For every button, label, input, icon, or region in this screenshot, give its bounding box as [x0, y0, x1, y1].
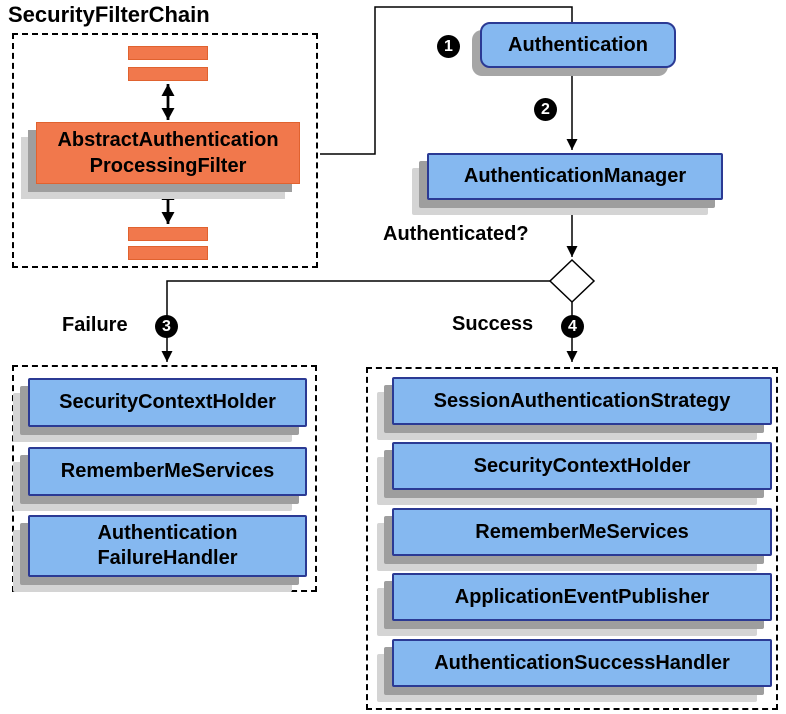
- step-1-badge: 1: [437, 35, 460, 58]
- filter-bar-1: [128, 46, 208, 60]
- success-label: Success: [452, 313, 534, 335]
- success-item-session-authentication-strategy: SessionAuthenticationStrategy: [392, 377, 772, 425]
- success-item-security-context-holder: SecurityContextHolder: [392, 442, 772, 490]
- filter-bar-3: [128, 227, 208, 241]
- success-item-remember-me-services: RememberMeServices: [392, 508, 772, 556]
- abstract-authentication-processing-filter-box: AbstractAuthentication ProcessingFilter: [36, 122, 300, 184]
- decision-diamond: [548, 258, 596, 304]
- success-item-authentication-success-handler: AuthenticationSuccessHandler: [392, 639, 772, 687]
- authenticated-label: Authenticated?: [383, 223, 529, 245]
- security-filter-chain-container: [12, 33, 318, 268]
- failure-panel: [12, 365, 317, 592]
- authentication-manager-box: AuthenticationManager: [427, 153, 723, 200]
- step-4-badge: 4: [561, 315, 584, 338]
- success-item-application-event-publisher: ApplicationEventPublisher: [392, 573, 772, 621]
- filter-bar-2: [128, 67, 208, 81]
- step-3-badge: 3: [155, 315, 178, 338]
- failure-item-authentication-failure-handler: Authentication FailureHandler: [28, 515, 307, 577]
- success-panel: [366, 367, 778, 710]
- step-2-badge: 2: [534, 98, 557, 121]
- security-filter-chain-title: SecurityFilterChain: [8, 2, 210, 27]
- failure-item-security-context-holder: SecurityContextHolder: [28, 378, 307, 427]
- failure-item-remember-me-services: RememberMeServices: [28, 447, 307, 496]
- authentication-box: Authentication: [480, 22, 676, 68]
- failure-label: Failure: [62, 314, 128, 336]
- connector-filter-to-authentication: [320, 6, 573, 155]
- filter-bar-4: [128, 246, 208, 260]
